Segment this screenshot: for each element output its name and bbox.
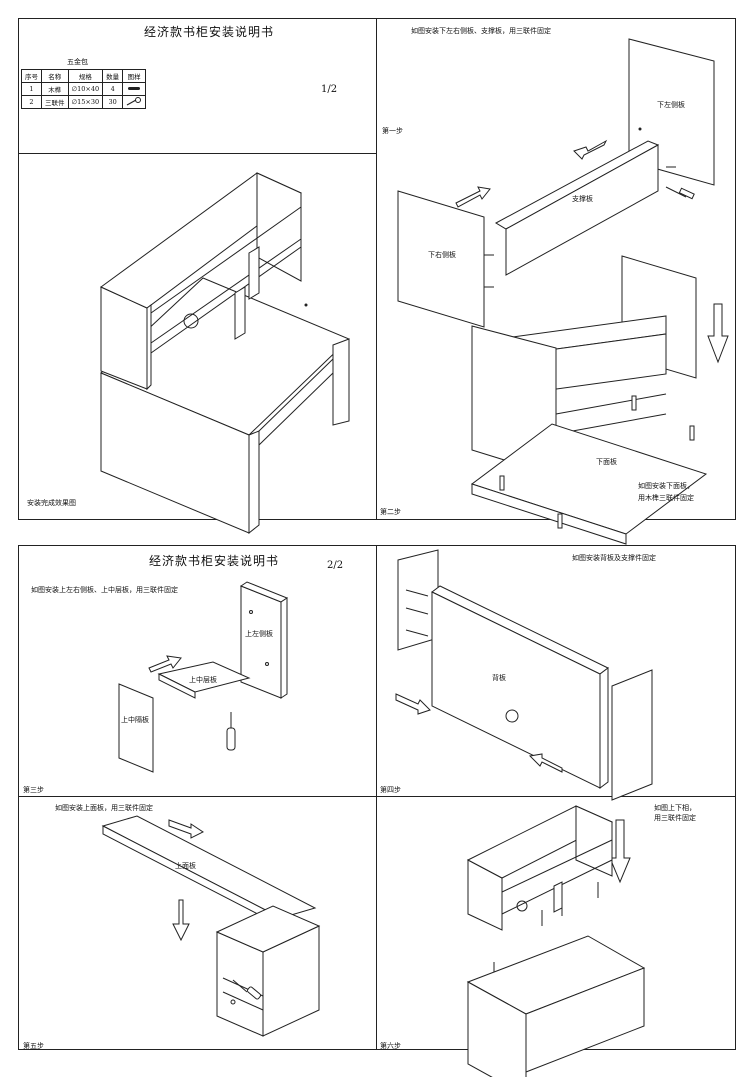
- page-number: 1/2: [321, 84, 338, 95]
- table-cell: 2: [21, 95, 42, 109]
- part-label-left-side: 下左侧板: [657, 100, 685, 109]
- column-header: 规格: [67, 69, 104, 83]
- step1-note: 如图安装下左右侧板、支撑板，用三联件固定: [411, 26, 551, 35]
- hardware-table-header: 序号 名称 规格 数量 图样: [21, 69, 147, 83]
- step5-label: 第五步: [23, 1041, 44, 1050]
- step4-drawing: 如图安装背板及支撑件固定 背板 第四步: [380, 549, 656, 801]
- step1-drawing: 如图安装下左右侧板、支撑板，用三联件固定 第一步 下左侧板 支撑板 下右侧板: [382, 26, 715, 328]
- panel-divider-vertical: [376, 546, 377, 1049]
- step2-note-line1: 如图安装下面板，: [638, 481, 694, 490]
- step6-label: 第六步: [380, 1041, 401, 1050]
- step4-note: 如图安装背板及支撑件固定: [572, 553, 656, 562]
- step3-drawing: 如图安装上左右侧板、上中层板，用三联件固定 上左侧板 上中层板 上中隔板 第三步: [23, 581, 289, 794]
- cam-fitting-icon: [122, 95, 147, 109]
- part-label-top-board: 上面板: [175, 861, 196, 870]
- table-cell: 4: [102, 82, 124, 96]
- table-cell: ∅15×30: [67, 95, 104, 109]
- part-label-right-side: 下右侧板: [428, 250, 456, 259]
- panel-divider-vertical: [376, 19, 377, 519]
- column-header: 序号: [21, 69, 42, 83]
- document-title: 经济款书柜安装说明书: [149, 554, 280, 568]
- step3-label: 第三步: [23, 785, 44, 794]
- table-cell: 木榫: [41, 82, 69, 96]
- step4-label: 第四步: [380, 785, 401, 794]
- hardware-heading: 五金包: [67, 58, 88, 66]
- instruction-sheet-page-1: 经济款书柜安装说明书 五金包 序号 名称 规格 数量 图样 1 木榫 ∅10×4…: [18, 18, 736, 545]
- table-row: 2 三联件 ∅15×30 30: [21, 95, 147, 109]
- step5-note: 如图安装上面板，用三联件固定: [55, 803, 153, 812]
- document-title: 经济款书柜安装说明书: [144, 25, 275, 39]
- step2-note-line2: 用木榫三联件固定: [638, 493, 694, 502]
- table-row: 1 木榫 ∅10×40 4: [21, 82, 147, 96]
- step5-drawing: 如图安装上面板，用三联件固定 上面板 第五步: [23, 803, 321, 1050]
- step2-label: 第二步: [380, 507, 401, 516]
- page-number: 2/2: [327, 560, 344, 571]
- hardware-table: 序号 名称 规格 数量 图样 1 木榫 ∅10×40 4 2 三联件 ∅15×3…: [21, 69, 147, 109]
- step2-drawing: 下面板 如图安装下面板， 用木榫三联件固定 第二步: [380, 255, 729, 545]
- panel-divider-horizontal: [19, 153, 376, 154]
- step3-note: 如图安装上左右侧板、上中层板，用三联件固定: [31, 585, 178, 594]
- part-label-upper-left-side: 上左侧板: [245, 629, 273, 638]
- table-cell: ∅10×40: [67, 82, 104, 96]
- overview-caption: 安装完成效果图: [27, 498, 76, 507]
- part-label-shelf: 上中层板: [189, 675, 217, 684]
- step6-drawing: 如图上下相， 用三联件固定 第六步: [380, 803, 696, 1077]
- part-label-bottom: 下面板: [596, 457, 617, 466]
- table-cell: 30: [102, 95, 124, 109]
- part-label-support: 支撑板: [572, 194, 593, 203]
- column-header: 名称: [41, 69, 69, 83]
- part-label-divider: 上中隔板: [121, 715, 149, 724]
- column-header: 数量: [102, 69, 124, 83]
- part-label-back-board: 背板: [492, 673, 506, 682]
- table-cell: 三联件: [41, 95, 69, 109]
- dowel-icon: [122, 82, 147, 96]
- table-cell: 1: [21, 82, 42, 96]
- step6-note-line1: 如图上下相，: [654, 803, 696, 812]
- panel-divider-horizontal: [19, 796, 735, 797]
- assembled-bookcase-drawing: 安装完成效果图: [27, 172, 350, 535]
- column-header: 图样: [122, 69, 147, 83]
- step1-label: 第一步: [382, 126, 403, 135]
- step6-note-line2: 用三联件固定: [654, 813, 696, 822]
- instruction-sheet-page-2: 经济款书柜安装说明书 2/2 如图安装上左右侧板、上中层板，用三联件固定 上左侧…: [18, 545, 736, 1077]
